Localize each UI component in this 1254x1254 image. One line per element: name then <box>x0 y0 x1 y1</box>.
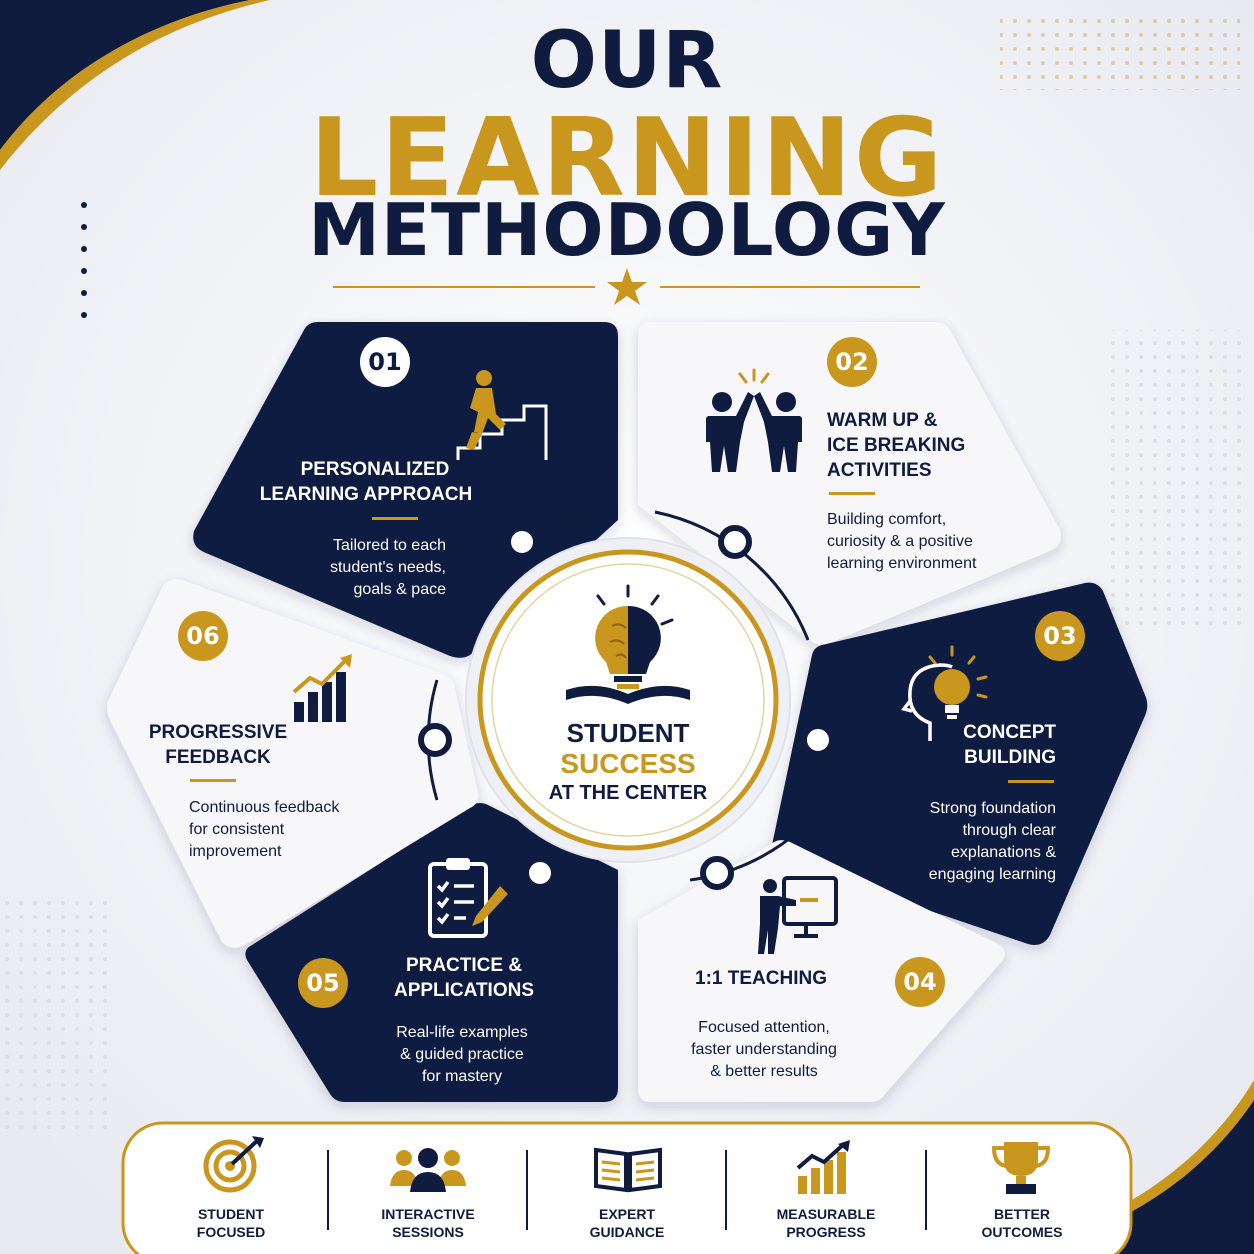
center-line-3: AT THE CENTER <box>548 782 708 804</box>
step-04-desc-1: Focused attention, <box>698 1019 830 1036</box>
bar-chart-growth-icon <box>292 654 352 722</box>
center-line-1: STUDENT <box>566 718 690 748</box>
step-03-desc-4: engaging learning <box>928 866 1056 883</box>
step-03-number: 03 <box>1035 611 1085 661</box>
step-01-desc-2: student's needs, <box>329 559 446 576</box>
growth-chart-icon <box>796 1140 850 1194</box>
feature-2-line-1: INTERACTIVE <box>381 1206 475 1222</box>
step-06-desc-3: improvement <box>189 843 282 860</box>
feature-5-line-2: OUTCOMES <box>981 1224 1063 1240</box>
clipboard-checklist-icon <box>428 858 508 938</box>
feature-4-line-1: MEASURABLE <box>776 1206 876 1222</box>
step-02-desc-2: curiosity & a positive <box>827 533 973 550</box>
step-05-desc-1: Real-life examples <box>396 1024 528 1041</box>
feature-3-line-2: GUIDANCE <box>589 1224 665 1240</box>
step-03-title-1: CONCEPT <box>963 722 1056 743</box>
title-line-2: LEARNING <box>309 96 945 221</box>
step-05-number: 05 <box>298 958 348 1008</box>
step-06-desc-1: Continuous feedback <box>189 799 340 816</box>
title-line-1: OUR <box>530 16 724 106</box>
climbing-stairs-icon <box>456 370 548 460</box>
feature-2-line-2: SESSIONS <box>392 1224 464 1240</box>
segment-04 <box>638 840 1005 1102</box>
step-05-title-1: PRACTICE & <box>405 955 523 976</box>
step-05-title-2: APPLICATIONS <box>393 980 535 1001</box>
segment-03 <box>771 582 1148 945</box>
step-01-desc-3: goals & pace <box>353 581 446 598</box>
teacher-board-icon <box>758 876 838 954</box>
segment-01 <box>193 322 618 658</box>
step-03-title-2: BUILDING <box>964 747 1056 768</box>
step-02-title-1: WARM UP & <box>827 410 938 431</box>
high-five-icon <box>706 368 802 472</box>
feature-1-line-2: FOCUSED <box>196 1224 266 1240</box>
feature-1-line-1: STUDENT <box>197 1206 265 1222</box>
step-03-desc-1: Strong foundation <box>929 800 1056 817</box>
head-lightbulb-icon <box>901 645 988 741</box>
step-06-underline <box>190 779 236 782</box>
center-line-2: SUCCESS <box>560 748 696 779</box>
title-line-3: METHODOLOGY <box>308 188 946 272</box>
step-04-desc-3: & better results <box>710 1063 818 1080</box>
group-icon <box>390 1148 466 1192</box>
segment-06 <box>107 579 479 948</box>
open-book-icon <box>594 1147 662 1193</box>
step-02-desc-1: Building comfort, <box>827 511 947 528</box>
feature-4-line-2: PROGRESS <box>786 1224 866 1240</box>
lightbulb-brain-book-icon <box>566 584 690 704</box>
step-02-title-2: ICE BREAKING <box>827 435 966 456</box>
step-02-number: 02 <box>827 337 877 387</box>
star-icon <box>607 268 647 305</box>
step-05-desc-2: & guided practice <box>400 1046 524 1063</box>
step-01-title-1: PERSONALIZED <box>300 459 450 480</box>
step-06-desc-2: for consistent <box>189 821 285 838</box>
step-02-title-3: ACTIVITIES <box>827 460 932 481</box>
step-03-desc-2: through clear <box>962 822 1056 839</box>
step-06-title-1: PROGRESSIVE <box>148 722 288 743</box>
step-02-desc-3: learning environment <box>827 555 977 572</box>
trophy-icon <box>991 1142 1051 1194</box>
step-04-number: 04 <box>895 957 945 1007</box>
step-01-title-2: LEARNING APPROACH <box>259 484 473 505</box>
step-01-desc-1: Tailored to each <box>333 537 446 554</box>
feature-3-line-1: EXPERT <box>598 1206 655 1222</box>
step-01-underline <box>372 517 418 520</box>
feature-5-line-1: BETTER <box>994 1206 1050 1222</box>
step-04-desc-2: faster understanding <box>691 1041 837 1058</box>
step-03-underline <box>1008 780 1054 783</box>
step-01-number: 01 <box>360 337 410 387</box>
step-06-title-2: FEEDBACK <box>165 747 271 768</box>
target-icon <box>203 1136 264 1193</box>
step-05-desc-3: for mastery <box>421 1068 502 1085</box>
step-03-desc-3: explanations & <box>951 844 1056 861</box>
step-04-title-1: 1:1 TEACHING <box>695 968 827 989</box>
step-02-underline <box>829 492 875 495</box>
step-06-number: 06 <box>178 611 228 661</box>
